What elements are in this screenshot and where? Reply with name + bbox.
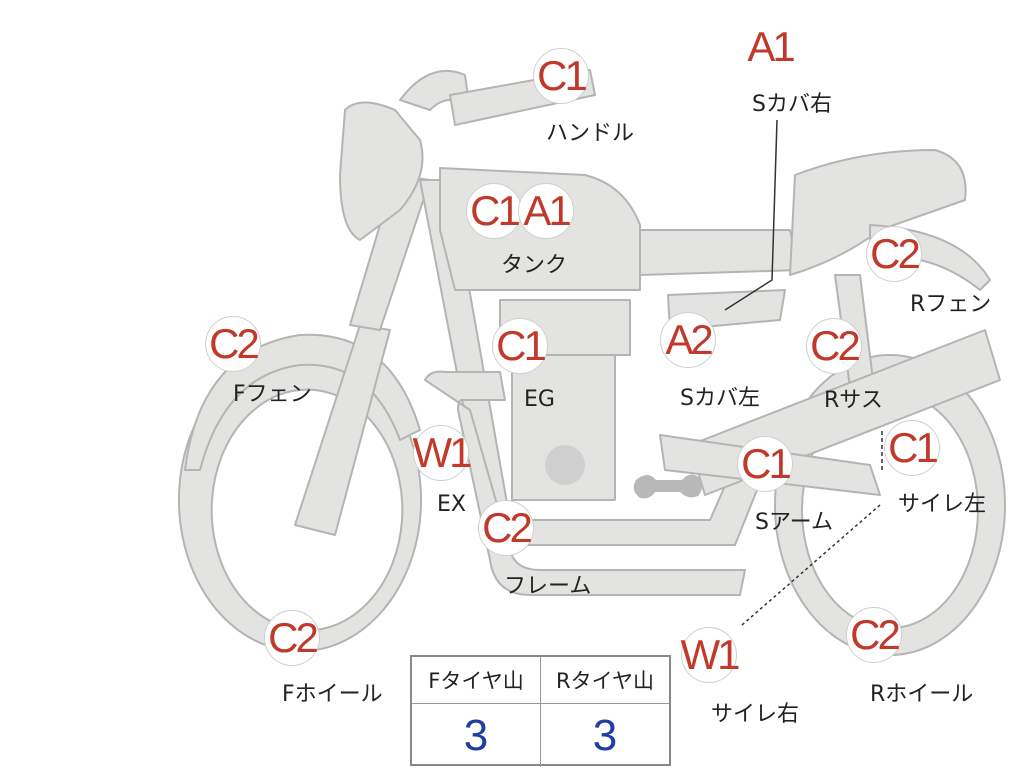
rear-tire-header: Rタイヤ山: [540, 657, 669, 703]
muffler-left-label: サイレ左: [898, 492, 987, 517]
rear-wheel-label: Rホイール: [870, 682, 974, 707]
exhaust-label: EX: [437, 492, 466, 517]
front-fender-grade: C2: [205, 316, 261, 372]
tank-grade-2: A1: [518, 183, 574, 239]
muffler-right-label: サイレ右: [711, 702, 800, 727]
engine-case-circle: [545, 445, 585, 485]
rear-suspension-grade: C2: [806, 318, 862, 374]
rear-fender-grade: C2: [866, 226, 922, 282]
swing-arm-grade: C1: [737, 436, 793, 492]
front-tire-header: Fタイヤ山: [428, 669, 524, 693]
seat-shape: [789, 149, 967, 276]
front-wheel-grade: C2: [264, 610, 320, 666]
frame-grade: C2: [478, 500, 534, 556]
side-cover-left-label: Sカバ左: [680, 386, 760, 411]
engine-grade: C1: [492, 318, 548, 374]
frame-label: フレーム: [504, 574, 592, 599]
footpeg-shape: [633, 474, 703, 499]
rear-tire-value: 3: [540, 704, 669, 767]
leader-side-cover-right: [724, 119, 778, 311]
engine-shape: [511, 354, 616, 501]
muffler-right-grade: W1: [681, 627, 741, 683]
front-wheel-label: Fホイール: [282, 682, 383, 707]
front-fender-label: Fフェン: [233, 382, 312, 407]
handle-grade: C1: [533, 48, 589, 104]
headlight-shape: [339, 101, 424, 241]
leader-muffler-right: [741, 504, 881, 626]
side-cover-right-grade: A1: [747, 23, 795, 70]
tank-grade-1: C1: [466, 183, 522, 239]
front-tire-value: 3: [463, 710, 489, 760]
muffler-left-grade: C1: [884, 420, 940, 476]
rear-suspension-label: Rサス: [824, 388, 883, 413]
rear-fender-label: Rフェン: [910, 292, 992, 317]
handlebar-shape: [399, 69, 471, 111]
rear-wheel-grade: C2: [846, 607, 902, 663]
side-cover-right-label: Sカバ右: [752, 92, 832, 117]
tire-table-value-row: 3 3: [412, 704, 669, 767]
handle-label: ハンドル: [546, 121, 635, 146]
engine-label: EG: [524, 387, 555, 412]
tire-tread-table: Fタイヤ山 Rタイヤ山 3 3: [410, 655, 671, 767]
tank-label: タンク: [501, 253, 568, 278]
exhaust-grade: W1: [413, 425, 473, 481]
tire-table-header-row: Fタイヤ山 Rタイヤ山: [412, 657, 669, 704]
swing-arm-label: Sアーム: [755, 510, 833, 535]
side-cover-left-grade: A2: [660, 312, 716, 368]
